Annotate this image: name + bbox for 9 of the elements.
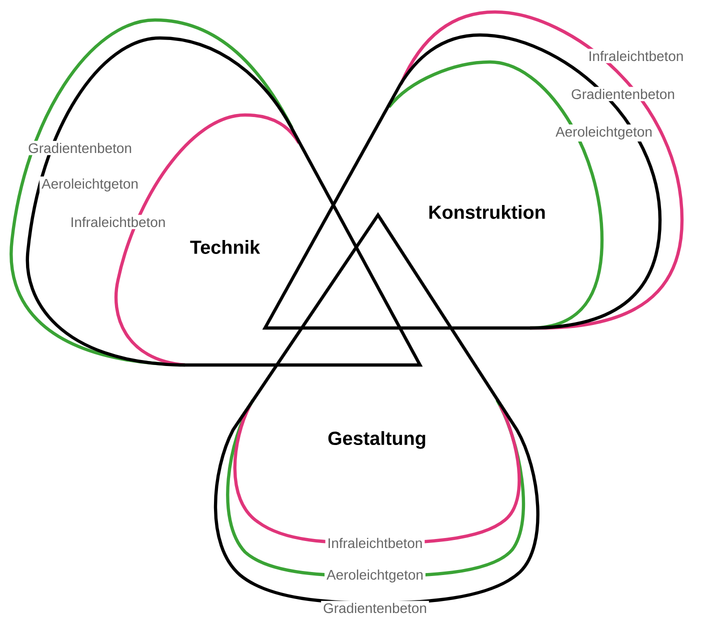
curve-label: Infraleichtbeton <box>586 48 686 64</box>
curve-label: Gradientenbeton <box>321 600 429 616</box>
curve-label: Aeroleichtgeton <box>554 124 654 142</box>
curve-label: Aeroleichtgeton <box>324 568 426 584</box>
curve-label: Aeroleichtgeton <box>40 176 140 194</box>
curve-label: Gradientenbeton <box>569 86 677 102</box>
curve-label: Gradientenbeton <box>26 140 134 156</box>
curve-label: Infraleichtbeton <box>68 214 168 230</box>
curve-label: Infraleichtbeton <box>325 536 425 550</box>
